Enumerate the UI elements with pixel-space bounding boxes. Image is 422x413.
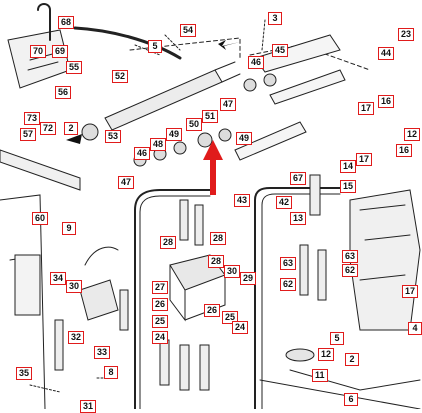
callout-17-c: 17 <box>402 285 419 298</box>
callout-57: 57 <box>20 128 37 141</box>
callout-23: 23 <box>398 28 415 41</box>
callout-28-c: 28 <box>208 255 225 268</box>
upper-hose-line <box>73 26 182 60</box>
callout-25-b: 25 <box>222 311 239 324</box>
callout-5: 5 <box>148 40 162 53</box>
callout-28-a: 28 <box>160 236 177 249</box>
clamp-loop <box>37 3 51 41</box>
callout-46-b: 46 <box>134 147 151 160</box>
callout-52: 52 <box>112 70 129 83</box>
callout-31: 31 <box>80 400 97 413</box>
callout-2-b: 2 <box>345 353 359 366</box>
callout-53: 53 <box>105 130 122 143</box>
callout-46: 46 <box>248 56 265 69</box>
callout-32: 32 <box>68 331 85 344</box>
callout-9: 9 <box>62 222 76 235</box>
callout-62-a: 62 <box>342 264 359 277</box>
callout-12-b: 12 <box>318 348 335 361</box>
callout-33: 33 <box>94 346 111 359</box>
tube-routing <box>134 189 211 409</box>
callout-8: 8 <box>104 366 118 379</box>
callout-54: 54 <box>180 24 197 37</box>
callout-47: 47 <box>220 98 237 111</box>
callout-60: 60 <box>32 212 49 225</box>
callout-44: 44 <box>378 47 395 60</box>
bottom-right-disc <box>285 348 315 362</box>
callout-16: 16 <box>378 95 395 108</box>
callout-72: 72 <box>40 122 57 135</box>
callout-67: 67 <box>290 172 307 185</box>
valve-block <box>14 254 41 316</box>
callout-17: 17 <box>358 102 375 115</box>
callout-11: 11 <box>312 369 328 382</box>
hose-assembly-upper <box>254 34 341 73</box>
callout-3: 3 <box>268 12 282 25</box>
callout-2: 2 <box>64 122 78 135</box>
bracket-assembly <box>7 29 71 89</box>
callout-13: 13 <box>290 212 307 225</box>
callout-6: 6 <box>344 393 358 406</box>
callout-24-a: 24 <box>152 331 169 344</box>
callout-28-b: 28 <box>210 232 227 245</box>
callout-14: 14 <box>340 160 357 173</box>
callout-16-b: 16 <box>396 144 413 157</box>
callout-47-b: 47 <box>118 176 135 189</box>
callout-45: 45 <box>272 44 289 57</box>
callout-26-b: 26 <box>204 304 221 317</box>
callout-34: 34 <box>50 272 67 285</box>
callout-5-b: 5 <box>330 332 344 345</box>
callout-51: 51 <box>202 110 219 123</box>
callout-12: 12 <box>404 128 421 141</box>
callout-17-b: 17 <box>356 153 373 166</box>
red-arrow <box>203 140 223 195</box>
callout-63-b: 63 <box>342 250 359 263</box>
callout-63-a: 63 <box>280 257 297 270</box>
callout-15: 15 <box>340 180 357 193</box>
callout-4: 4 <box>408 322 422 335</box>
callout-24-b: 24 <box>232 321 249 334</box>
callout-42: 42 <box>276 196 293 209</box>
callout-35: 35 <box>16 367 33 380</box>
callout-27: 27 <box>152 281 169 294</box>
right-frame <box>349 189 421 331</box>
callout-62-b: 62 <box>280 278 297 291</box>
callout-55: 55 <box>66 61 83 74</box>
callout-70: 70 <box>30 45 47 58</box>
callout-25-a: 25 <box>152 315 169 328</box>
callout-49-a: 49 <box>166 128 183 141</box>
callout-30-a: 30 <box>224 265 241 278</box>
black-arrow <box>218 40 240 50</box>
callout-50: 50 <box>186 118 203 131</box>
callout-30-b: 30 <box>66 280 83 293</box>
callout-68: 68 <box>58 16 75 29</box>
lower-left-valve <box>79 279 119 321</box>
callout-56: 56 <box>55 86 72 99</box>
left-frame-beam <box>0 149 81 191</box>
callout-29: 29 <box>240 272 257 285</box>
callout-43: 43 <box>234 194 251 207</box>
callout-69: 69 <box>52 45 69 58</box>
callout-26-a: 26 <box>152 298 169 311</box>
callout-49-b: 49 <box>236 132 253 145</box>
callout-48: 48 <box>150 138 167 151</box>
hose-assembly-middle <box>234 121 307 161</box>
callout-73: 73 <box>24 112 41 125</box>
